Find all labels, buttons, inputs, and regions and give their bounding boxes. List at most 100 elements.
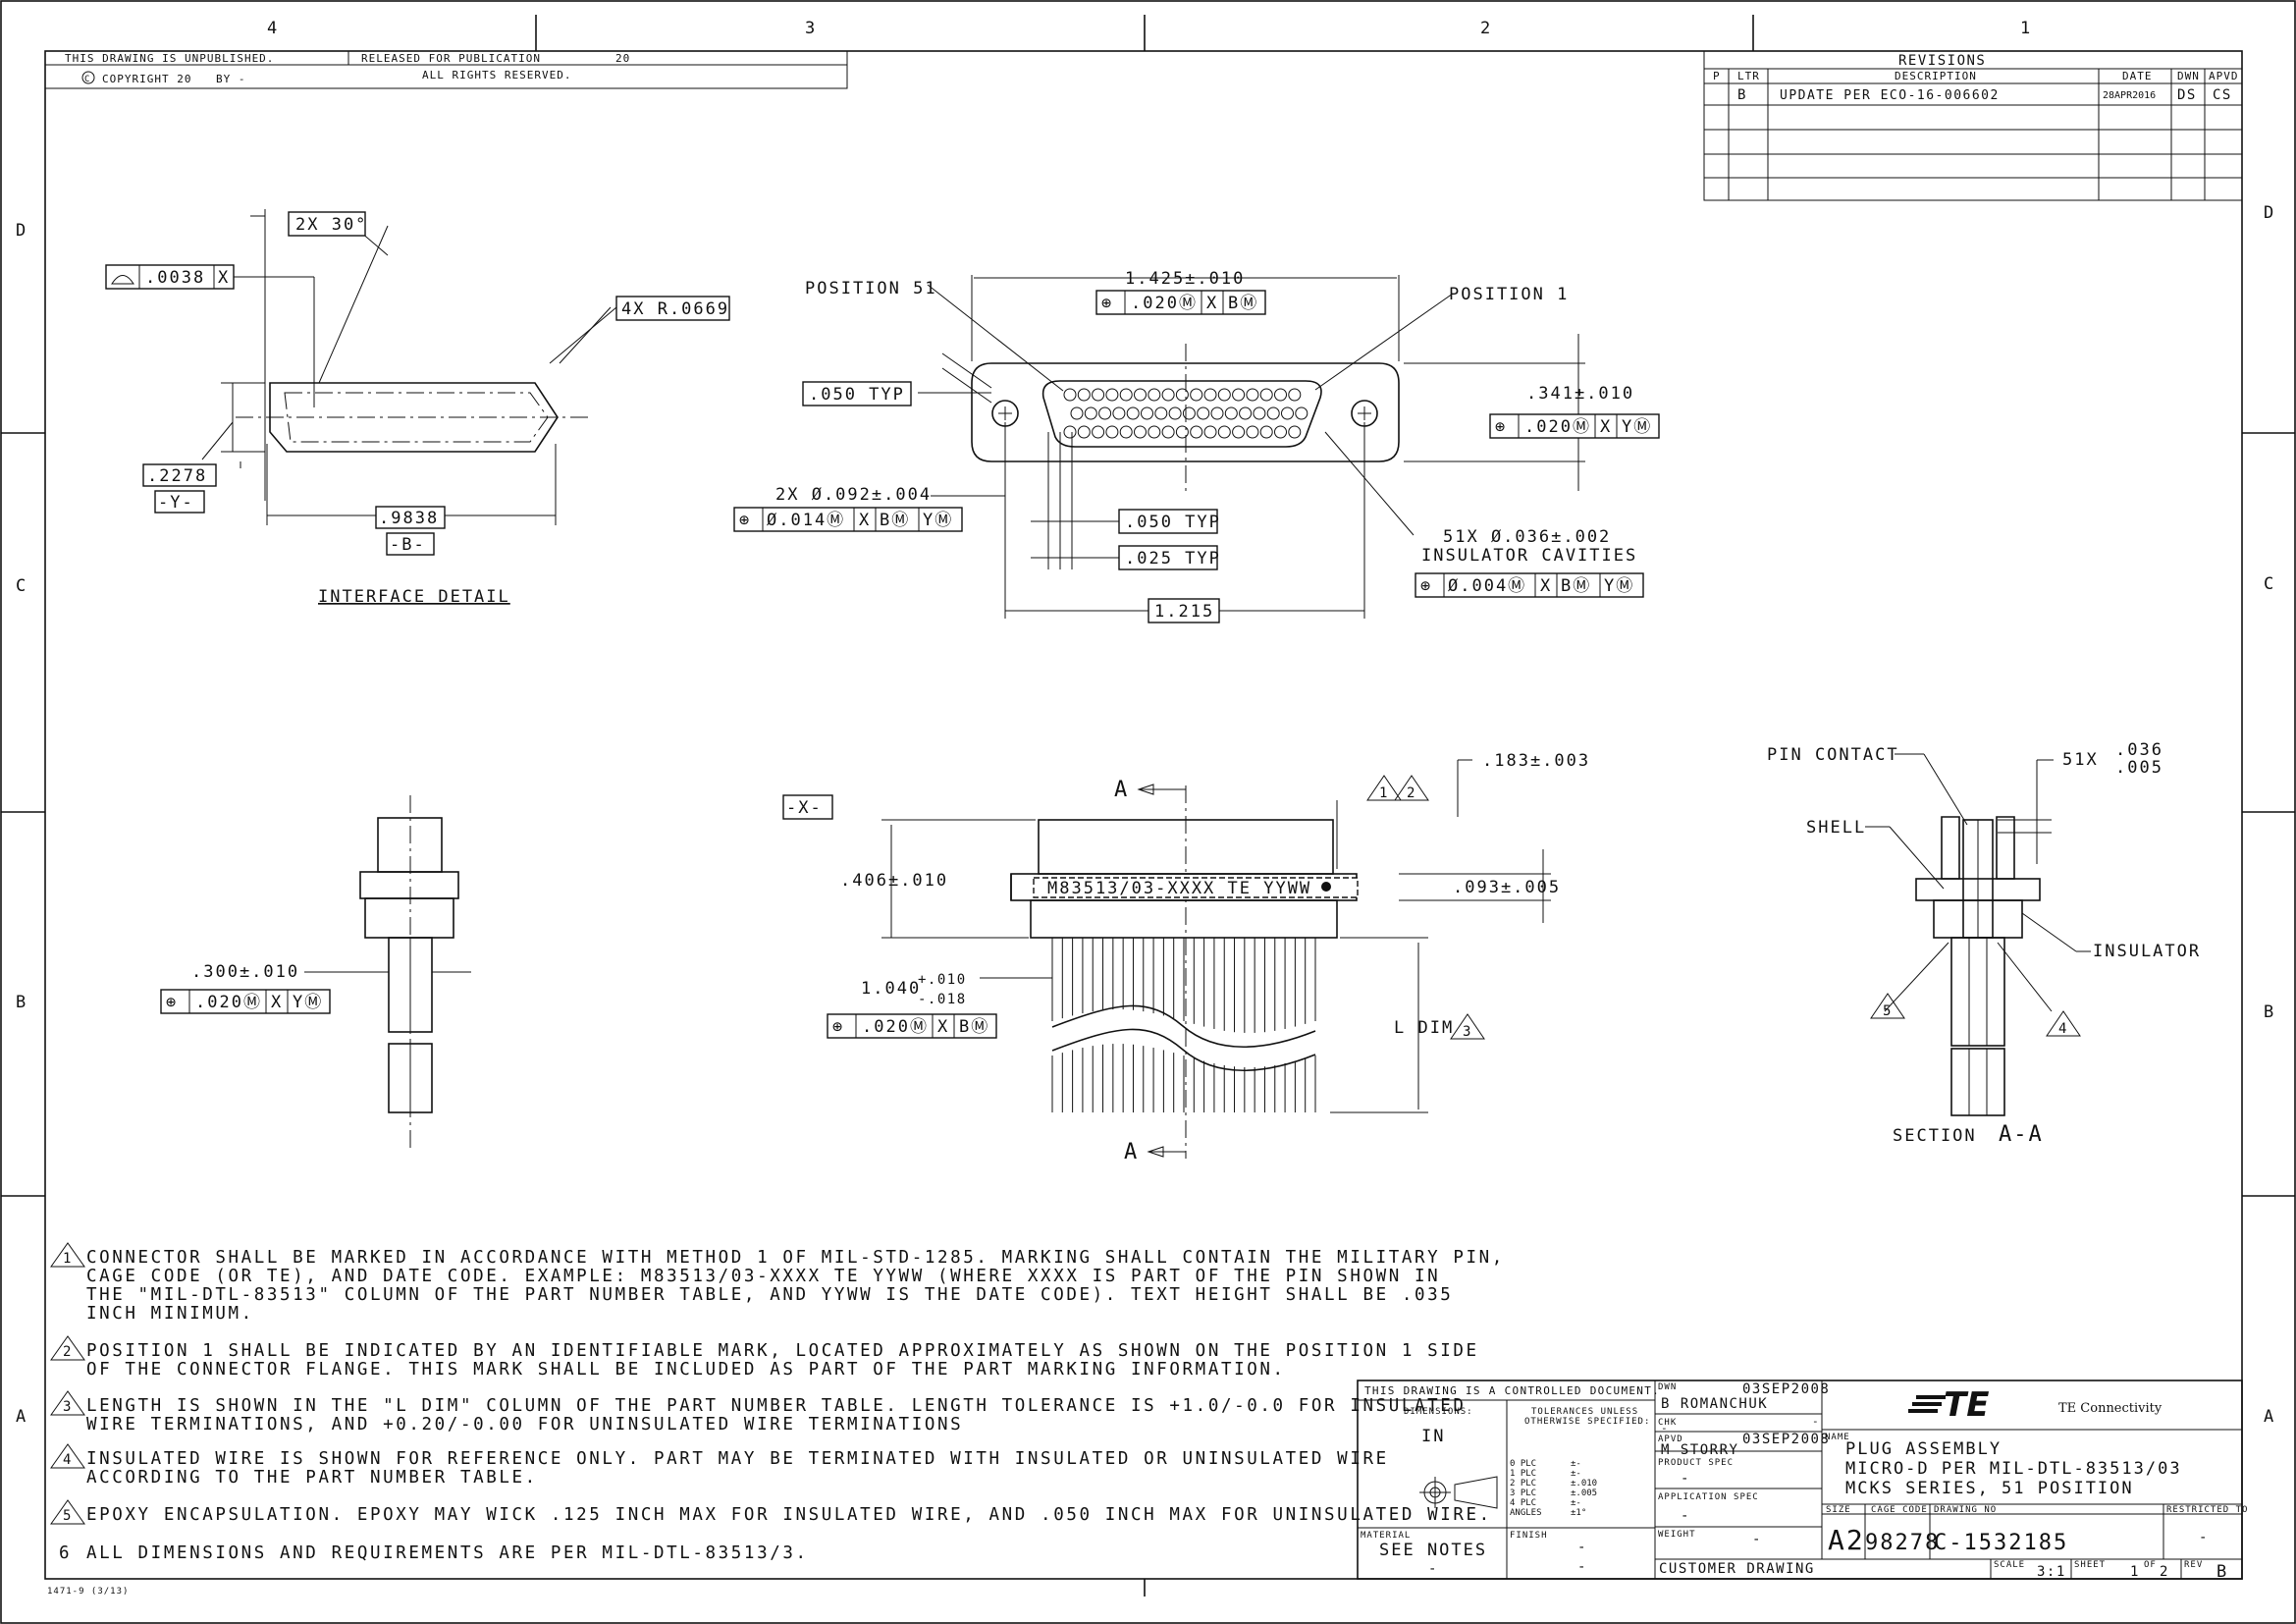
- cavity: [1190, 388, 1203, 402]
- cavity: [1092, 388, 1105, 402]
- cavity: [1105, 425, 1119, 439]
- tol-place: 4 PLC: [1510, 1498, 1536, 1508]
- datum-b: -B-: [390, 535, 426, 555]
- interface-profile-datum: X: [218, 268, 230, 288]
- svg-text:1: 1: [1379, 785, 1389, 801]
- svg-text:.020Ⓜ: .020Ⓜ: [1131, 294, 1198, 313]
- rev-label: REV: [2184, 1560, 2203, 1570]
- scale-value: 3:1: [2037, 1564, 2066, 1580]
- body-height-dim: .341±.010: [1526, 384, 1634, 404]
- row-pitch-dim: .050 TYP: [1125, 513, 1221, 532]
- zone-row-a-right: A: [2264, 1407, 2275, 1427]
- rev-col-apvd: APVD: [2209, 70, 2239, 82]
- position-1-mark: [1321, 882, 1331, 892]
- product-spec-value: -: [1681, 1471, 1690, 1487]
- dimensions-value: IN: [1421, 1427, 1445, 1446]
- apvd-name: M STORRY: [1661, 1442, 1738, 1458]
- note-3-triangle: [1450, 1013, 1485, 1040]
- cavity: [1217, 388, 1231, 402]
- position-51-label: POSITION 51: [805, 279, 937, 298]
- shell-label: SHELL: [1806, 818, 1866, 838]
- weight-value: -: [1752, 1532, 1762, 1547]
- cavity: [1119, 425, 1133, 439]
- cavity: [1281, 406, 1294, 420]
- drawing-no-value: C-1532185: [1934, 1531, 2068, 1555]
- svg-text:X: X: [271, 993, 283, 1012]
- note-line: ALL DIMENSIONS AND REQUIREMENTS ARE PER …: [86, 1543, 809, 1563]
- svg-text:⊕: ⊕: [1420, 576, 1432, 596]
- note-1-triangle: [1366, 775, 1402, 801]
- svg-text:⊕: ⊕: [166, 993, 178, 1012]
- section-arrow-top: [1137, 784, 1186, 795]
- svg-text:X: X: [1600, 417, 1612, 437]
- part-marking: M83513/03-XXXX TE YYWW: [1047, 879, 1311, 898]
- svg-text:YⓂ: YⓂ: [923, 511, 953, 530]
- note-number: 1: [63, 1251, 73, 1267]
- interface-height: .2278: [147, 466, 207, 486]
- cavity: [1295, 406, 1308, 420]
- note-5-triangle: [1870, 993, 1905, 1019]
- cavity: [1259, 388, 1273, 402]
- size-label: SIZE: [1826, 1505, 1851, 1515]
- note-line: CONNECTOR SHALL BE MARKED IN ACCORDANCE …: [86, 1248, 1505, 1268]
- section-val-2: .005: [2115, 758, 2163, 778]
- overall-width-fcf: ⊕ .020Ⓜ X BⓂ: [1095, 290, 1266, 315]
- chk-dash-2: -: [1661, 1422, 1669, 1435]
- svg-text:Ø.014Ⓜ: Ø.014Ⓜ: [767, 511, 845, 530]
- zone-row-d-left: D: [16, 221, 27, 241]
- svg-text:5: 5: [1883, 1003, 1893, 1019]
- svg-text:TE: TE: [1944, 1385, 1989, 1425]
- finish-sub: -: [1577, 1559, 1587, 1575]
- title-block: THIS DRAWING IS A CONTROLLED DOCUMENT. D…: [1357, 1380, 2248, 1582]
- cavities-fcf: ⊕ Ø.004Ⓜ X BⓂ YⓂ: [1415, 572, 1644, 598]
- publication-header: THIS DRAWING IS UNPUBLISHED. C COPYRIGHT…: [44, 50, 848, 89]
- mounting-holes-dim: 2X Ø.092±.004: [775, 485, 932, 505]
- cavity: [1217, 425, 1231, 439]
- material-value: SEE NOTES: [1379, 1541, 1487, 1560]
- controlled-doc: THIS DRAWING IS A CONTROLLED DOCUMENT.: [1364, 1384, 1660, 1397]
- section-a-a-view: PIN CONTACT SHELL INSULATOR 51X .036 .00…: [1767, 740, 2201, 1147]
- cavity: [1175, 425, 1189, 439]
- drawing-no-label: DRAWING NO: [1934, 1505, 1997, 1515]
- svg-text:3: 3: [1463, 1024, 1472, 1040]
- l-dim-label: L DIM: [1394, 1018, 1454, 1038]
- dwn-date: 03SEP2008: [1742, 1381, 1830, 1397]
- note-triangle-icon: [50, 1335, 85, 1361]
- cavity: [1148, 388, 1161, 402]
- cavity: [1203, 388, 1217, 402]
- flange-thickness-dim: .093±.005: [1453, 878, 1561, 897]
- cavity: [1246, 388, 1259, 402]
- cavity: [1119, 388, 1133, 402]
- side-fcf: ⊕ .020Ⓜ X YⓂ: [160, 989, 331, 1014]
- rev-ltr: B: [1737, 87, 1747, 103]
- insulator-label: INSULATOR: [2093, 942, 2201, 961]
- name-label: NAME: [1825, 1433, 1850, 1442]
- svg-text:.020Ⓜ: .020Ⓜ: [862, 1017, 929, 1037]
- pitch-typ-dim: .050 TYP: [809, 385, 905, 405]
- rev-dwn: DS: [2177, 87, 2197, 103]
- zone-col-1: 1: [2020, 19, 2032, 38]
- section-mark-top: A: [1114, 778, 1129, 802]
- interface-angle: 2X 30°: [295, 215, 367, 235]
- restricted-label: RESTRICTED TO: [2166, 1505, 2248, 1515]
- overall-width-dim: 1.425±.010: [1125, 269, 1245, 289]
- svg-text:X: X: [859, 511, 871, 530]
- sheet-value: 1: [2130, 1564, 2140, 1580]
- apvd-date: 03SEP2008: [1742, 1432, 1830, 1447]
- flange-height-dim: .183±.003: [1482, 751, 1590, 771]
- zone-col-2: 2: [1480, 19, 1492, 38]
- position-1-label: POSITION 1: [1449, 285, 1569, 304]
- part-name-line-2: MICRO-D PER MIL-DTL-83513/03: [1845, 1459, 2182, 1479]
- app-spec-label: APPLICATION SPEC: [1658, 1492, 1759, 1502]
- dwn-name: B ROMANCHUK: [1661, 1396, 1768, 1412]
- note-line: POSITION 1 SHALL BE INDICATED BY AN IDEN…: [86, 1341, 1479, 1361]
- note-triangle-icon: [50, 1390, 85, 1416]
- revisions-table: REVISIONS P LTR DESCRIPTION DATE DWN APV…: [1703, 50, 2243, 201]
- tol-place: 1 PLC: [1510, 1469, 1536, 1479]
- note-line: THE "MIL-DTL-83513" COLUMN OF THE PART N…: [86, 1285, 1453, 1305]
- cavity: [1246, 425, 1259, 439]
- interface-width: .9838: [379, 509, 439, 528]
- tol-value: ±-: [1571, 1459, 1581, 1469]
- section-label: SECTION: [1893, 1126, 1977, 1146]
